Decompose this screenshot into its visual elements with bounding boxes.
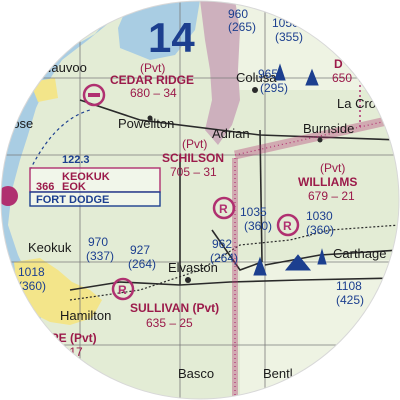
navaid-ident: EOK bbox=[62, 181, 86, 193]
sullivan-name: SULLIVAN (Pvt) bbox=[130, 301, 219, 315]
d-partial-name: D bbox=[334, 57, 343, 71]
schilson-info: 705 – 31 bbox=[170, 165, 217, 179]
williams-pvt: (Pvt) bbox=[320, 161, 345, 175]
obstacle-962-agl: (264) bbox=[210, 251, 238, 265]
cedar-ridge-airport-icon bbox=[82, 83, 106, 107]
d-partial-info: 650 bbox=[332, 71, 352, 85]
obstacle-965-msl: 965 bbox=[258, 67, 278, 81]
sullivan-info: 635 – 25 bbox=[146, 316, 193, 330]
town-markers bbox=[147, 87, 323, 283]
navaid-num: 366 bbox=[36, 181, 54, 193]
town-elvaston: Elvaston bbox=[168, 260, 218, 275]
cedar-ridge-name: CEDAR RIDGE bbox=[110, 73, 194, 87]
obstacle-1018-msl: 1018 bbox=[18, 265, 45, 279]
cedar-ridge-pvt: (Pvt) bbox=[140, 61, 165, 75]
town-colusa: Colusa bbox=[236, 70, 277, 85]
svg-text:R: R bbox=[283, 219, 292, 233]
obstacle-1018-agl: (360) bbox=[18, 279, 46, 293]
obstacle-970-agl: (337) bbox=[86, 249, 114, 263]
railroad bbox=[69, 224, 399, 301]
obstacle-symbols bbox=[253, 63, 327, 276]
town-burnside: Burnside bbox=[303, 121, 354, 136]
town-basco: Basco bbox=[178, 366, 214, 381]
obstacle-970-msl: 970 bbox=[88, 235, 108, 249]
obstacle-927-agl: (264) bbox=[128, 257, 156, 271]
svg-text:R: R bbox=[219, 202, 228, 216]
williams-name: WILLIAMS bbox=[298, 175, 357, 189]
town-bentley: Bentl bbox=[263, 366, 293, 381]
town-keokuk: Keokuk bbox=[28, 240, 72, 255]
schilson-name: SCHILSON bbox=[162, 151, 224, 165]
obstacle-960-agl: (265) bbox=[228, 20, 256, 34]
class-e-airspace bbox=[29, 109, 91, 171]
roads bbox=[69, 99, 399, 291]
navaid-info-box: 122.3 KEOKUK 366 EOK FORT DODGE bbox=[29, 154, 161, 207]
obstacle-927-msl: 927 bbox=[130, 243, 150, 257]
town-la-crosse: La Cro bbox=[337, 96, 376, 111]
williams-airport-icon bbox=[276, 213, 300, 237]
obstacle-1035-msl: 1035 bbox=[240, 205, 267, 219]
grid-max-elevation-label: 14 bbox=[148, 14, 195, 61]
airspace-boundary bbox=[232, 113, 399, 399]
svg-text:R: R bbox=[118, 283, 127, 297]
town-powellton: Powellton bbox=[118, 116, 174, 131]
airport-symbols: R R R bbox=[1, 83, 300, 301]
fss-name: FORT DODGE bbox=[36, 194, 109, 206]
obstacle-1108-agl: (425) bbox=[336, 293, 364, 307]
obstacle-1030-agl: (360) bbox=[306, 223, 334, 237]
cedar-ridge-info: 680 – 34 bbox=[130, 86, 177, 100]
obstacle-962-msl: 962 bbox=[212, 237, 232, 251]
sullivan-airport-icon bbox=[111, 277, 135, 301]
obstacle-1035-agl: (360) bbox=[244, 219, 272, 233]
obstacle-1050-agl: (355) bbox=[275, 30, 303, 44]
obstacle-1030-msl: 1030 bbox=[306, 209, 333, 223]
water-area bbox=[118, 1, 200, 60]
schilson-pvt: (Pvt) bbox=[182, 137, 207, 151]
town-carthage: Carthage bbox=[333, 246, 386, 261]
keokuk-airport-icon bbox=[1, 186, 18, 206]
obstacle-1108-msl: 1108 bbox=[336, 279, 362, 293]
navaid-freq: 122.3 bbox=[62, 154, 90, 166]
town-hamilton: Hamilton bbox=[60, 308, 111, 323]
obstacle-965-agl: (295) bbox=[260, 81, 288, 95]
town-adrian: Adrian bbox=[212, 126, 250, 141]
sectional-boundary-band bbox=[200, 1, 240, 145]
obstacle-960-msl: 960 bbox=[228, 7, 248, 21]
schilson-airport-icon bbox=[212, 196, 236, 220]
navaid-name: KEOKUK bbox=[62, 171, 110, 183]
williams-info: 679 – 21 bbox=[308, 189, 355, 203]
